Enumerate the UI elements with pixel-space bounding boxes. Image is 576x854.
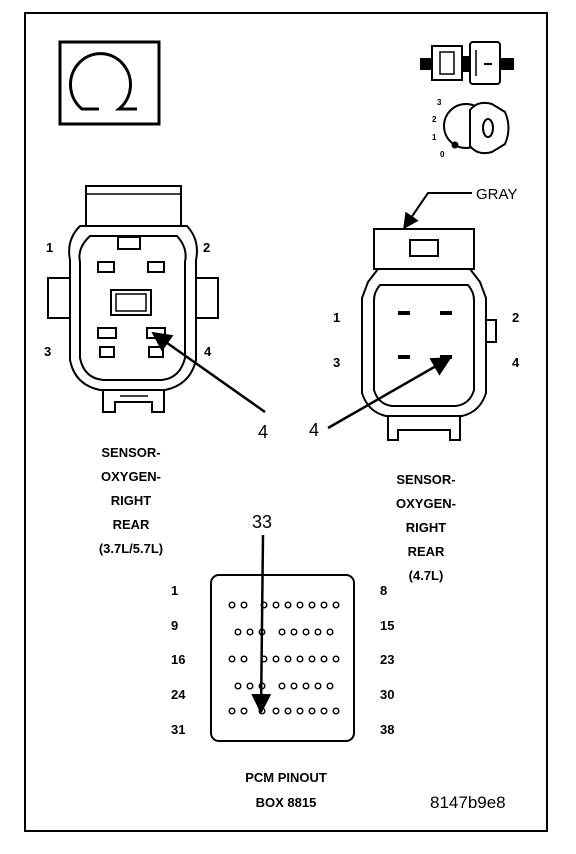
- svg-text:SENSOR-: SENSOR-: [101, 445, 160, 460]
- pcm-label-31: 31: [171, 722, 185, 737]
- pcm-pin-cavity: [272, 655, 280, 663]
- pcm-pin-cavity: [234, 682, 242, 690]
- pcm-label-30: 30: [380, 687, 394, 702]
- pcm-title: PCM PINOUT BOX 8815: [245, 770, 327, 810]
- pcm-pin-cavity: [272, 601, 280, 609]
- pcm-pin-cavity: [240, 707, 248, 715]
- pcm-callout-arrow: [251, 534, 272, 714]
- pcm-pin-cavity: [228, 707, 236, 715]
- connector-right: [361, 228, 497, 441]
- pcm-label-8: 8: [380, 583, 387, 598]
- pcm-pin-cavity: [308, 707, 316, 715]
- connector-left-title: SENSOR- OXYGEN- RIGHT REAR (3.7L/5.7L): [99, 445, 163, 556]
- ohmmeter-icon: [58, 40, 161, 126]
- disconnected-connector-icon: [420, 41, 514, 85]
- connector-right-title: SENSOR- OXYGEN- RIGHT REAR (4.7L): [396, 472, 456, 583]
- pcm-pin-cavity: [284, 655, 292, 663]
- pcm-pin-cavity: [234, 628, 242, 636]
- pcm-pin-cavity: [228, 655, 236, 663]
- pcm-pin-cavity: [272, 707, 280, 715]
- svg-text:RIGHT: RIGHT: [111, 493, 152, 508]
- ignition-position-1: 1: [432, 133, 437, 142]
- svg-text:REAR: REAR: [113, 517, 150, 532]
- pcm-pin-cavity: [278, 682, 286, 690]
- pcm-pin-cavity: [302, 682, 310, 690]
- pcm-pin-cavity: [284, 601, 292, 609]
- pcm-pin-cavity: [296, 601, 304, 609]
- pcm-callout-label: 33: [252, 512, 272, 532]
- pcm-pin-cavity: [326, 682, 334, 690]
- svg-text:RIGHT: RIGHT: [406, 520, 447, 535]
- pcm-pin-cavity: [332, 601, 340, 609]
- connector-right-color-leader: [403, 192, 472, 230]
- pcm-pin-cavity: [308, 601, 316, 609]
- connector-left-pin-4: 4: [204, 344, 212, 359]
- connector-left-pin-3: 3: [44, 344, 51, 359]
- svg-text:SENSOR-: SENSOR-: [396, 472, 455, 487]
- svg-text:REAR: REAR: [408, 544, 445, 559]
- svg-text:(3.7L/5.7L): (3.7L/5.7L): [99, 541, 163, 556]
- svg-text:BOX 8815: BOX 8815: [256, 795, 317, 810]
- pcm-row-labels-right: 8 15 23 30 38: [380, 583, 394, 737]
- pcm-pin-cavity: [290, 682, 298, 690]
- pcm-label-38: 38: [380, 722, 394, 737]
- pcm-pin-cavity: [296, 707, 304, 715]
- pcm-pin-cavity: [284, 707, 292, 715]
- pcm-pin-cavity: [296, 655, 304, 663]
- svg-text:OXYGEN-: OXYGEN-: [396, 496, 456, 511]
- pcm-label-15: 15: [380, 618, 394, 633]
- connector-right-color-label: GRAY: [476, 186, 517, 203]
- pcm-pin-cavity: [240, 655, 248, 663]
- pcm-pin-cavity: [320, 601, 328, 609]
- pcm-pin-cavity: [326, 628, 334, 636]
- pcm-pin-cavity: [332, 655, 340, 663]
- connector-left-pin-2: 2: [203, 240, 210, 255]
- ignition-position-3: 3: [437, 98, 442, 107]
- diagram-border: [24, 12, 548, 832]
- pcm-pin-cavity: [240, 601, 248, 609]
- pcm-pin-cavity: [302, 628, 310, 636]
- pcm-pin-cavity: [320, 655, 328, 663]
- pcm-pin-cavity: [246, 628, 254, 636]
- pcm-pin-cavity: [290, 628, 298, 636]
- connector-left-callout-arrow: [151, 331, 266, 414]
- pcm-pin-cavity: [278, 628, 286, 636]
- connector-right-pin-2: 2: [512, 310, 519, 325]
- pcm-connector-body: [210, 574, 355, 742]
- ignition-position-0: 0: [440, 150, 445, 159]
- svg-text:(4.7L): (4.7L): [409, 568, 444, 583]
- connector-right-pin-3: 3: [333, 355, 340, 370]
- pcm-label-24: 24: [171, 687, 186, 702]
- connector-right-pin-4: 4: [512, 355, 520, 370]
- connector-left: [47, 185, 219, 413]
- pcm-pin-cavity: [308, 655, 316, 663]
- pcm-label-1: 1: [171, 583, 178, 598]
- pcm-label-16: 16: [171, 652, 185, 667]
- ignition-key-icon: 3 2 1 0: [432, 98, 510, 159]
- pcm-row-labels-left: 1 9 16 24 31: [171, 583, 186, 737]
- pcm-pin-cavity: [314, 682, 322, 690]
- svg-text:OXYGEN-: OXYGEN-: [101, 469, 161, 484]
- ignition-position-2: 2: [432, 115, 437, 124]
- pcm-pin-cavity: [320, 707, 328, 715]
- pcm-pin-cavity: [228, 601, 236, 609]
- connector-right-callout-arrow: [327, 356, 452, 430]
- connector-right-callout-label: 4: [309, 420, 319, 440]
- connector-left-callout-label: 4: [258, 422, 268, 442]
- pcm-pin-cavity: [314, 628, 322, 636]
- figure-code: 8147b9e8: [430, 793, 506, 812]
- pcm-label-23: 23: [380, 652, 394, 667]
- pcm-label-9: 9: [171, 618, 178, 633]
- pcm-pin-cavity: [332, 707, 340, 715]
- pcm-pin-cavity: [246, 682, 254, 690]
- connector-left-pin-1: 1: [46, 240, 53, 255]
- connector-right-pin-1: 1: [333, 310, 340, 325]
- svg-text:PCM PINOUT: PCM PINOUT: [245, 770, 327, 785]
